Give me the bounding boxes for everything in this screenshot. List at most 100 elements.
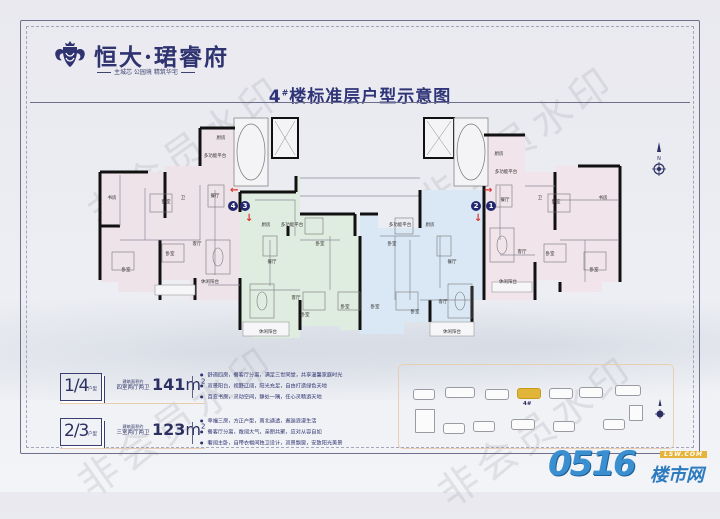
entry-arrow-down-icon: ↓ — [474, 213, 483, 224]
unit-type-box: 1/4 户型 — [60, 373, 102, 401]
room-label: 多功能平台 — [203, 154, 227, 159]
floor-plan — [98, 117, 622, 338]
room-label: 多功能平台 — [280, 223, 304, 228]
site-building — [579, 387, 603, 398]
area-number: 141 — [152, 375, 186, 394]
area-caption-text: 建筑面积约 — [122, 424, 144, 429]
room-label: 书房 — [107, 196, 117, 201]
room-label: 卧室 — [300, 313, 310, 318]
room-label: 休闲阳台 — [201, 280, 219, 285]
title-divider — [30, 102, 690, 103]
room-label: 休闲阳台 — [499, 280, 517, 285]
room-label: 书房 — [598, 196, 608, 201]
unit-type: 2/3 — [64, 421, 89, 441]
divider-bar — [192, 376, 193, 398]
room-label: 厨房 — [261, 223, 271, 228]
unit-type-row: 1/4 户型 建筑面积约 四室两厅两卫 141m2 — [60, 367, 205, 407]
feature-list: 幸福三房，方正户型，南北通透，邂逅浪漫生活 餐客厅分离，敞阔大气，亲朋共聚，应对… — [200, 416, 390, 449]
room-label: 餐厅 — [267, 260, 277, 265]
unit-type: 1/4 — [64, 376, 89, 396]
unit-marker-1: 1 — [486, 201, 496, 211]
unit-type-suffix: 户型 — [88, 432, 97, 437]
site-building — [415, 409, 435, 433]
room-label: 卧室 — [410, 310, 420, 315]
site-building — [549, 388, 573, 399]
site-building — [615, 385, 641, 396]
unit-type-suffix: 户型 — [88, 387, 97, 392]
room-label: 多功能平台 — [494, 170, 518, 175]
svg-text:N: N — [657, 156, 661, 162]
unit-1-area — [484, 135, 620, 300]
unit-4-area — [100, 128, 240, 300]
divider-bar — [192, 422, 193, 444]
room-label: 卫 — [537, 196, 543, 201]
layout-text: 三室两厅两卫 — [116, 430, 150, 436]
room-label: 餐厅 — [447, 260, 457, 265]
area-unit: m — [185, 375, 201, 394]
feature-item: 双景阳台，视野辽阔，阳光充足，自由打造绿色天地 — [200, 381, 390, 392]
unit-type-box: 2/3 户型 — [60, 418, 102, 446]
area-caption: 建筑面积约 四室两厅两卫 — [116, 379, 150, 391]
unit-2-area — [360, 190, 484, 334]
feature-item: 百变书房，灵动空间，静处一隅，任心灵畅游天地 — [200, 392, 390, 403]
feature-item: 餐客厅分离，敞阔大气，亲朋共聚，应对从容自如 — [200, 427, 390, 438]
site-building — [603, 419, 625, 430]
row-divider — [60, 448, 205, 449]
room-label: 卧室 — [551, 200, 561, 205]
site-building — [443, 423, 465, 434]
room-label: 卧室 — [545, 252, 555, 257]
area-caption-text: 建筑面积约 — [122, 379, 144, 384]
room-label: 厨房 — [216, 136, 226, 141]
room-label: 厨房 — [494, 152, 504, 157]
room-label: 卫 — [180, 196, 186, 201]
logo-url: LSW.COM — [660, 451, 707, 458]
unit-marker-3: 3 — [240, 201, 250, 211]
room-label: 卧室 — [165, 252, 175, 257]
entry-arrow-right-icon: → — [484, 185, 493, 196]
area-unit: m — [185, 420, 201, 439]
site-building — [485, 389, 509, 400]
site-building — [553, 421, 575, 432]
room-label: 卧室 — [370, 305, 380, 310]
crest-icon — [55, 41, 85, 67]
site-building-highlight — [517, 388, 541, 399]
brand-tagline: 主城芯 公园境 精筑华宅 — [94, 67, 198, 76]
feature-list: 舒適四房，餐客厅分离，满足三世同堂，共享温馨家庭时光 双景阳台，视野辽阔，阳光充… — [200, 370, 390, 403]
site-plan: 4# — [398, 364, 674, 449]
entry-arrow-down-icon: ↓ — [245, 213, 254, 224]
building-number: 4 — [268, 87, 282, 107]
logo-cn: 楼市网 — [650, 465, 704, 486]
room-label: 客厅 — [517, 250, 527, 255]
decorative-frame — [20, 20, 700, 454]
room-label: 休闲阳台 — [259, 330, 277, 335]
building-sup: # — [281, 88, 290, 98]
unit-type-row: 2/3 户型 建筑面积约 三室两厅两卫 123m2 — [60, 412, 205, 452]
room-label: 餐厅 — [210, 194, 220, 199]
room-label: 多功能平台 — [388, 223, 412, 228]
site-building — [445, 387, 475, 398]
site-building — [473, 421, 495, 432]
room-label: 客厅 — [438, 300, 448, 305]
room-label: 卧室 — [340, 305, 350, 310]
room-label: 休闲阳台 — [443, 330, 461, 335]
area-value: 141m2 — [152, 375, 205, 394]
row-divider — [60, 403, 205, 404]
entry-arrow-left-icon: ← — [230, 185, 239, 196]
area-caption: 建筑面积约 三室两厅两卫 — [116, 424, 150, 436]
room-label: 卧室 — [315, 242, 325, 247]
room-label: 卧室 — [387, 242, 397, 247]
compass-icon: N — [652, 142, 666, 176]
room-label: 餐厅 — [500, 198, 510, 203]
area-number: 123 — [152, 420, 186, 439]
unit-3-area — [240, 176, 360, 338]
site-building — [413, 389, 435, 400]
room-label: 客厅 — [291, 296, 301, 301]
logo-number: 0516 — [548, 444, 637, 484]
room-label: 卧室 — [161, 200, 171, 205]
layout-text: 四室两厅两卫 — [116, 385, 150, 391]
feature-item: 奢阔主卧，自带衣帽间独卫设计，双景飘窗，安致阳光美景 — [200, 438, 390, 449]
room-label: 厨房 — [425, 223, 435, 228]
site-building — [629, 405, 643, 421]
room-label: 客厅 — [192, 242, 202, 247]
site-building — [511, 419, 535, 430]
